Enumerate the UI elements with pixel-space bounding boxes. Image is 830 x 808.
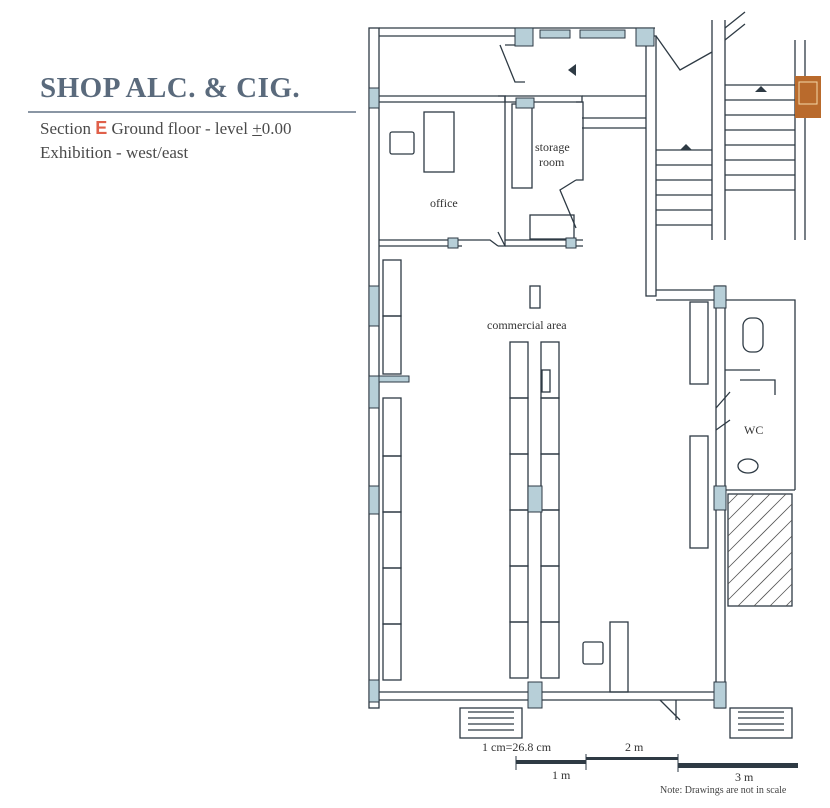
exhibition-line: Exhibition - west/east [40,143,189,162]
storage-east-wall [576,101,584,181]
east-shelving [689,301,709,549]
counter [609,621,629,693]
section-text: Ground floor - level [111,119,253,138]
entrance-steps [459,707,793,739]
section-line: Section E Ground floor - level +0.00 [40,118,292,139]
south-wall [379,691,716,701]
arrow-left-icon [568,64,576,76]
scale-ratio: 1 cm=26.8 cm [482,740,552,754]
stair-east-wall [794,40,806,240]
east-corridor-wall [656,289,716,301]
storage-label-1: storage [535,140,570,154]
section-mark: E [95,118,108,138]
office-storage-partition [498,95,506,247]
stair-walls [655,20,726,240]
storage-cabinet [529,214,575,240]
level-value: 0.00 [261,119,292,138]
office-chair [389,131,415,155]
scale-1m: 1 m [552,768,571,782]
cashier-chair [582,641,604,665]
commercial-area-label: commercial area [487,318,567,332]
arrow-up-icon-2 [755,86,767,92]
level-sign: + [252,119,262,138]
windows [368,27,727,709]
center-shelving [509,341,560,679]
east-wall-upper [645,35,657,297]
sink [737,458,759,474]
shaft-hatch [727,493,793,607]
west-wall [368,27,380,709]
storage-door [559,179,577,229]
toilet [742,317,764,353]
section-label: Section [40,119,91,138]
entrance-door [659,699,681,721]
plan-title: SHOP ALC. & CIG. [40,72,301,104]
wc-door [715,391,731,431]
office-desk [423,111,455,173]
upper-stair [582,95,646,129]
scale-note: Note: Drawings are not in scale [660,785,787,796]
storage-north-wall [505,95,583,103]
scale-2m: 2 m [625,740,644,754]
office-door [462,231,506,247]
wc-label: WC [744,423,764,437]
column [529,285,541,309]
scale-bar [515,754,798,772]
arrow-up-icon [680,144,692,150]
scale-3m: 3 m [735,770,754,784]
service-shaft [727,493,793,607]
wc-walls [725,299,796,491]
title-underline [28,111,356,113]
west-shelving [382,259,402,681]
office-north-wall [379,95,506,103]
office-label: office [430,196,458,210]
storage-shelf [511,103,533,189]
storage-label-2: room [539,155,565,169]
